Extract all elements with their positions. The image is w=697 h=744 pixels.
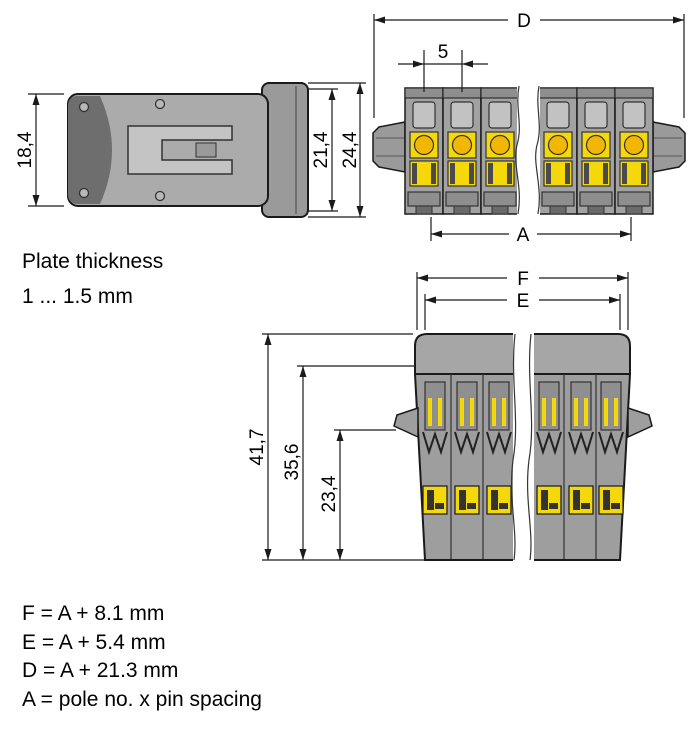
latch-left — [393, 406, 419, 439]
dim-24-4 — [308, 82, 366, 218]
latch-arm — [127, 125, 233, 175]
dim-label-bg — [507, 267, 539, 288]
plate-thickness-note: Plate thickness 1 ... 1.5 mm — [22, 244, 163, 314]
pole-front-1 — [404, 87, 444, 215]
formula-block: F = A + 8.1 mm E = A + 5.4 mm D = A + 21… — [22, 600, 262, 714]
dim-label-overall: D — [517, 11, 531, 32]
side-view: 18,4 21,4 24,4 — [15, 82, 366, 218]
dim-label-body-height: 18,4 — [15, 131, 36, 168]
pole-front-5 — [576, 87, 616, 215]
front-view: D 5 A — [372, 9, 686, 246]
dim-21-4 — [308, 88, 338, 212]
break-line — [515, 85, 520, 215]
pole-front-6 — [614, 87, 654, 215]
dim-label-poles: A — [517, 225, 530, 246]
left-wing — [372, 121, 406, 173]
formula-f: F = A + 8.1 mm — [22, 602, 165, 625]
dim-label-pitch: 5 — [438, 42, 449, 63]
dim-label-flange-outer: 24,4 — [340, 131, 361, 168]
dim-label-total-depth: 41,7 — [247, 429, 268, 466]
plate-thickness-value: 1 ... 1.5 mm — [22, 285, 133, 308]
right-wing — [652, 121, 686, 173]
bottom-view: F E 41,7 35,6 23,4 — [247, 267, 653, 564]
formula-a: A = pole no. x pin spacing — [22, 687, 262, 711]
break-line — [510, 333, 517, 561]
dim-label-f: F — [517, 269, 529, 290]
screw-hole — [78, 101, 90, 113]
dim-label-bg — [509, 223, 537, 243]
screw-hole — [154, 98, 166, 110]
dim-pitch — [398, 50, 488, 92]
dim-label-e: E — [517, 291, 530, 312]
plate-thickness-label: Plate thickness — [22, 250, 164, 273]
band-left — [414, 333, 516, 375]
break-line — [535, 85, 540, 215]
dim-label-lower-depth: 23,4 — [319, 475, 340, 512]
band-right — [530, 333, 631, 375]
latch-detent — [195, 142, 217, 158]
formula-d: D = A + 21.3 mm — [22, 659, 179, 682]
side-body-shadow — [68, 96, 112, 204]
dim-label-bg — [508, 9, 540, 30]
break-gap — [517, 83, 540, 219]
screw-hole — [78, 187, 90, 199]
screw-hole — [154, 190, 166, 202]
pole-front-3 — [480, 87, 520, 215]
dim-label-bg — [507, 289, 539, 310]
pole-front-2 — [442, 87, 482, 215]
dim-label-mid-depth: 35,6 — [282, 444, 303, 481]
formula-e: E = A + 5.4 mm — [22, 630, 166, 654]
dim-18-4 — [28, 93, 64, 207]
latch-right — [627, 406, 653, 439]
dim-label-flange-inner: 21,4 — [311, 131, 332, 168]
pole-front-4 — [538, 87, 578, 215]
dim-depth-ext-lines — [262, 333, 424, 561]
break-line — [526, 333, 533, 561]
